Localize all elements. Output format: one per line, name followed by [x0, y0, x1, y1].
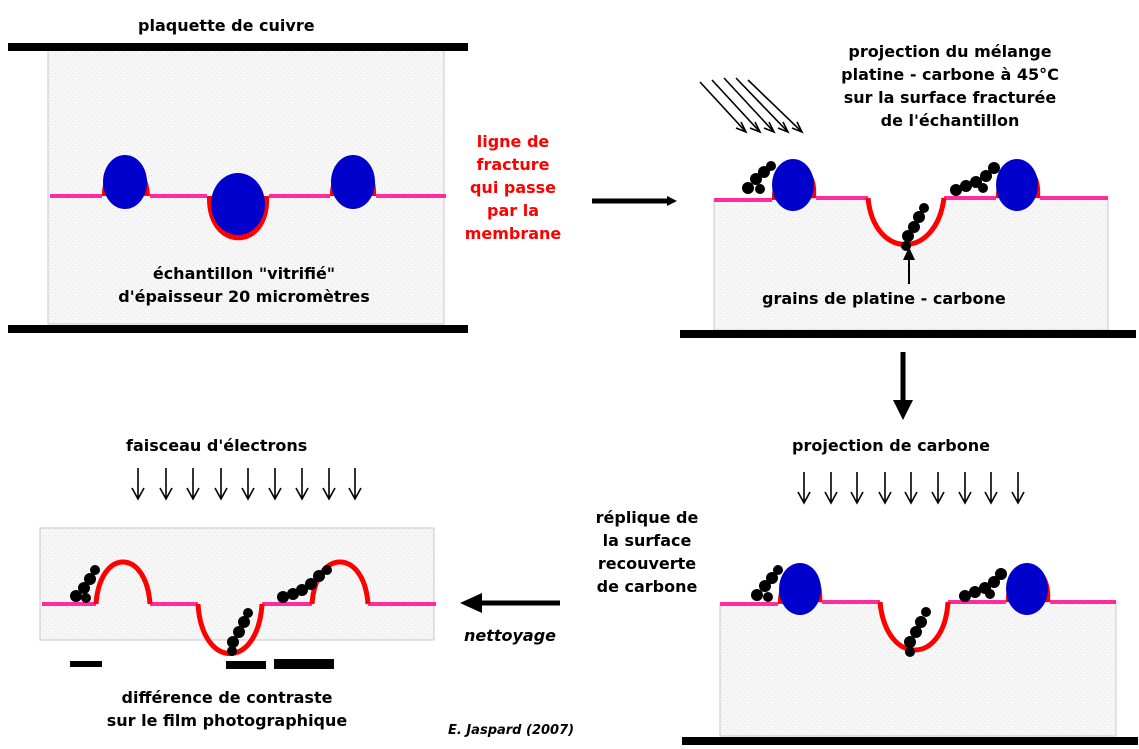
label-line: sur la surface fracturée [843, 88, 1057, 107]
panel-platinum-projection [680, 77, 1136, 338]
label-platinum-projection: projection du mélange platine - carbone … [800, 40, 1100, 132]
copper-plate-top [8, 43, 468, 51]
label-cleaning: nettoyage [463, 626, 557, 645]
arrow-left-head [460, 593, 482, 613]
contrast-bar [274, 659, 334, 669]
label-line: qui passe [469, 178, 557, 197]
platinum-carbon-grains [742, 161, 1000, 251]
replica-bump [93, 559, 153, 605]
fractured-sample [713, 197, 1109, 331]
label-line: membrane [464, 224, 562, 243]
panel-carbon-projection [682, 472, 1138, 745]
membrane-protein [211, 173, 265, 235]
carbon-projection-arrows [797, 472, 1025, 505]
membrane-line [714, 196, 1108, 202]
membrane-protein [779, 563, 821, 615]
label-copper-plate: plaquette de cuivre [138, 16, 315, 35]
arrow-down-head [893, 400, 913, 420]
label-line: échantillon "vitrifié" [152, 264, 336, 283]
label-line: fracture [476, 155, 550, 174]
contrast-bar [226, 661, 266, 669]
label-line: d'épaisseur 20 micromètres [118, 287, 370, 306]
label-line: de l'échantillon [880, 111, 1020, 130]
panel-replica-electron-beam [39, 468, 436, 669]
panel-vitrified-sample [8, 43, 468, 333]
label-line: réplique de [595, 508, 699, 527]
grain-pointer-arrowhead [903, 247, 915, 260]
label-line: sur le film photographique [106, 711, 348, 730]
label-electron-beam: faisceau d'électrons [126, 436, 308, 455]
copper-plate-bottom [8, 325, 468, 333]
copper-plate-bottom [680, 330, 1136, 338]
label-line: ligne de [476, 132, 550, 151]
label-line: platine - carbone à 45°C [841, 65, 1059, 84]
label-line: par la [487, 201, 539, 220]
label-line: la surface [602, 531, 692, 550]
electron-beam-arrows [131, 468, 362, 501]
copper-plate-bottom [682, 737, 1138, 745]
label-line: de carbone [596, 577, 698, 596]
label-carbon-projection: projection de carbone [792, 436, 990, 455]
membrane-protein [331, 155, 375, 209]
label-line: projection du mélange [848, 42, 1052, 61]
membrane-line [720, 600, 1116, 606]
label-fracture-line: ligne de fracture qui passe par la membr… [448, 130, 578, 245]
replica-frame [39, 527, 435, 641]
projection-arrows [699, 77, 804, 134]
label-credit: E. Jaspard (2007) [448, 723, 575, 738]
label-vitrified-sample: échantillon "vitrifié" d'épaisseur 20 mi… [84, 262, 404, 308]
label-line: recouverte [597, 554, 697, 573]
fracture-crater [877, 601, 951, 653]
label-grains: grains de platine - carbone [762, 289, 1006, 308]
contrast-bar [70, 661, 102, 667]
membrane-protein [103, 155, 147, 209]
label-line: différence de contraste [121, 688, 333, 707]
membrane-protein [996, 159, 1038, 211]
platinum-carbon-grains [751, 565, 1007, 657]
platinum-carbon-grains [70, 565, 332, 656]
membrane-protein [1006, 563, 1048, 615]
membrane-protein [772, 159, 814, 211]
label-replica: réplique de la surface recouverte de car… [572, 506, 722, 598]
label-contrast: différence de contraste sur le film phot… [52, 686, 402, 732]
